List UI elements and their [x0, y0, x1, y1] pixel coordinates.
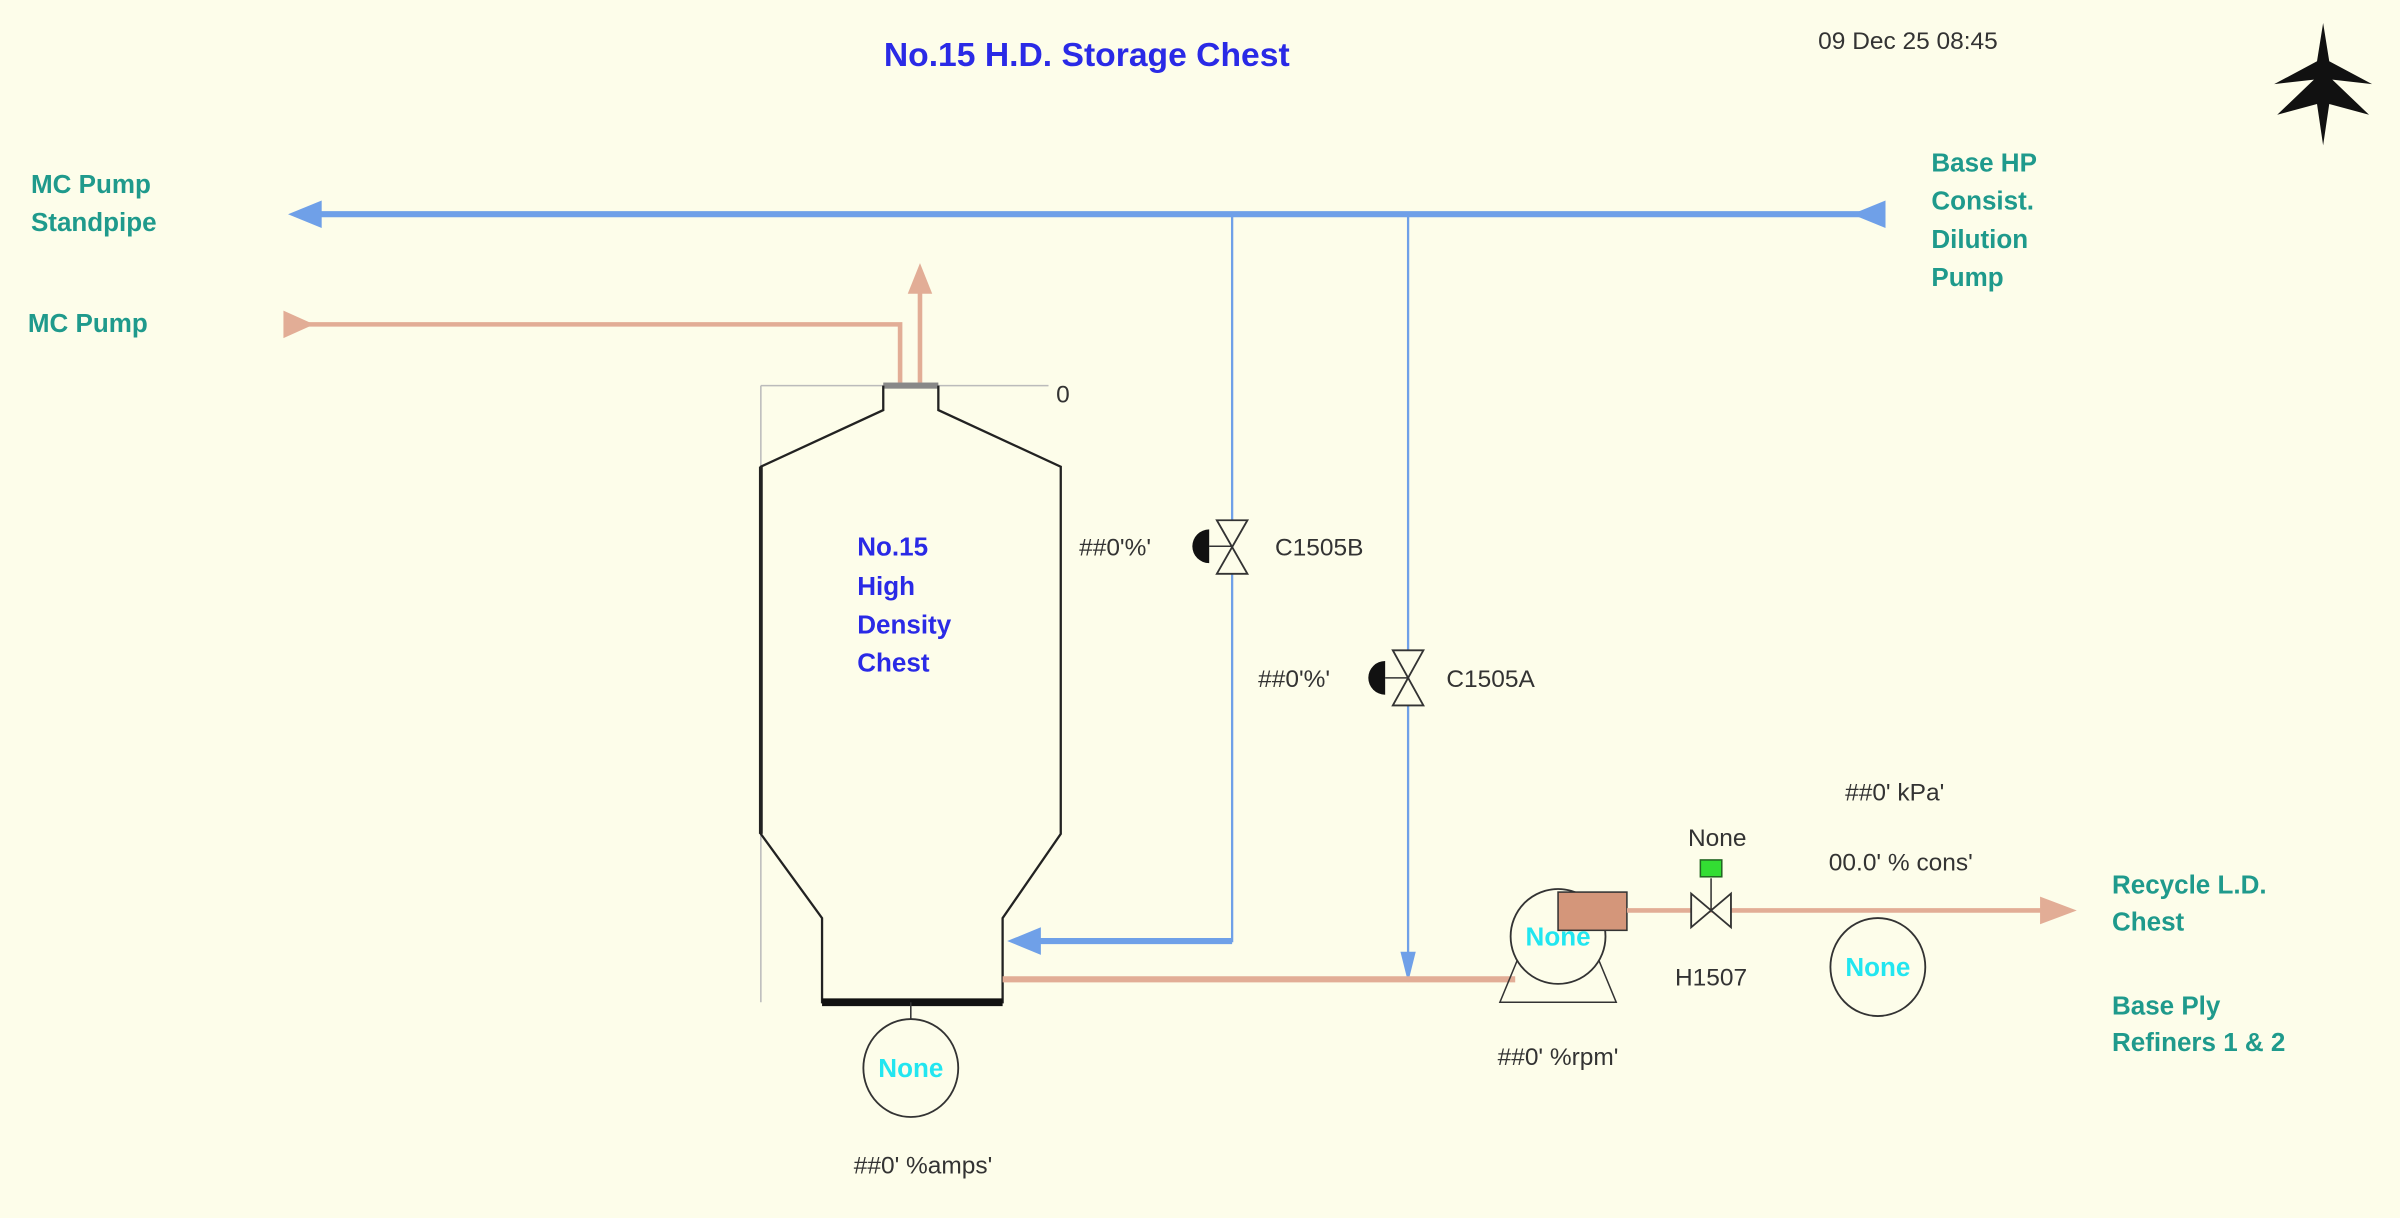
- discharge-pressure: ##0' kPa': [1845, 779, 1944, 806]
- valve-h1507-status: None: [1688, 825, 1747, 852]
- valve-status-indicator: [1699, 859, 1723, 878]
- valve-h1507[interactable]: [1690, 859, 1732, 930]
- arrow-right-icon: [2040, 896, 2077, 925]
- valve-c1505a[interactable]: [1368, 649, 1425, 707]
- label-mc-pump-standpipe: MC Pump Standpipe: [31, 169, 158, 237]
- arrow-right-icon: [283, 310, 315, 339]
- label-base-ply: Base Ply Refiners 1 & 2: [2112, 990, 2285, 1057]
- valve-actuator-icon: [1368, 661, 1386, 695]
- discharge-indicator[interactable]: None: [1829, 917, 1927, 1017]
- label-recycle: Recycle L.D. Chest: [2112, 870, 2274, 937]
- agitator-status: None: [878, 1053, 943, 1083]
- valve-h1507-tag: H1507: [1675, 964, 1747, 991]
- arrow-left-icon: [288, 200, 322, 228]
- fern-logo-icon: [2274, 22, 2373, 146]
- valve-c1505b-value: ##0'%': [1079, 534, 1151, 561]
- storage-chest-tank: [758, 382, 1062, 1007]
- arrow-down-icon: [1400, 951, 1416, 983]
- valve-c1505b-tag: C1505B: [1275, 534, 1363, 561]
- valve-c1505a-value: ##0'%': [1258, 666, 1330, 693]
- label-mc-pump: MC Pump: [28, 308, 148, 338]
- pump-speed: ##0' %rpm': [1498, 1044, 1619, 1071]
- label-base-hp: Base HP Consist. Dilution Pump: [1931, 147, 2044, 292]
- valve-actuator-icon: [1192, 529, 1210, 564]
- mc-pump-pipe: [283, 263, 933, 383]
- dilution-branch-a: [1400, 214, 1416, 983]
- agitator-amps: ##0' %amps': [854, 1153, 993, 1180]
- dilution-header-pipe: [288, 200, 1886, 228]
- discharge-status: None: [1845, 952, 1910, 982]
- arrow-left-icon: [1851, 200, 1886, 228]
- arrow-up-icon: [907, 263, 933, 294]
- arrow-left-icon: [1007, 927, 1041, 955]
- tank-label: No.15 High Density Chest: [857, 531, 958, 677]
- valve-c1505b[interactable]: [1192, 519, 1250, 575]
- valve-c1505a-tag: C1505A: [1446, 666, 1535, 693]
- transfer-pump[interactable]: None: [1498, 888, 1628, 1004]
- pump-status: None: [1526, 922, 1591, 952]
- tank-level-value: 0: [1056, 381, 1070, 408]
- agitator-motor[interactable]: None: [862, 1002, 960, 1118]
- datetime: 09 Dec 25 08:45: [1818, 28, 1998, 55]
- page-title: No.15 H.D. Storage Chest: [884, 37, 1290, 74]
- discharge-consistency: 00.0' % cons': [1829, 850, 1973, 877]
- dilution-branch-b: [1007, 214, 1234, 955]
